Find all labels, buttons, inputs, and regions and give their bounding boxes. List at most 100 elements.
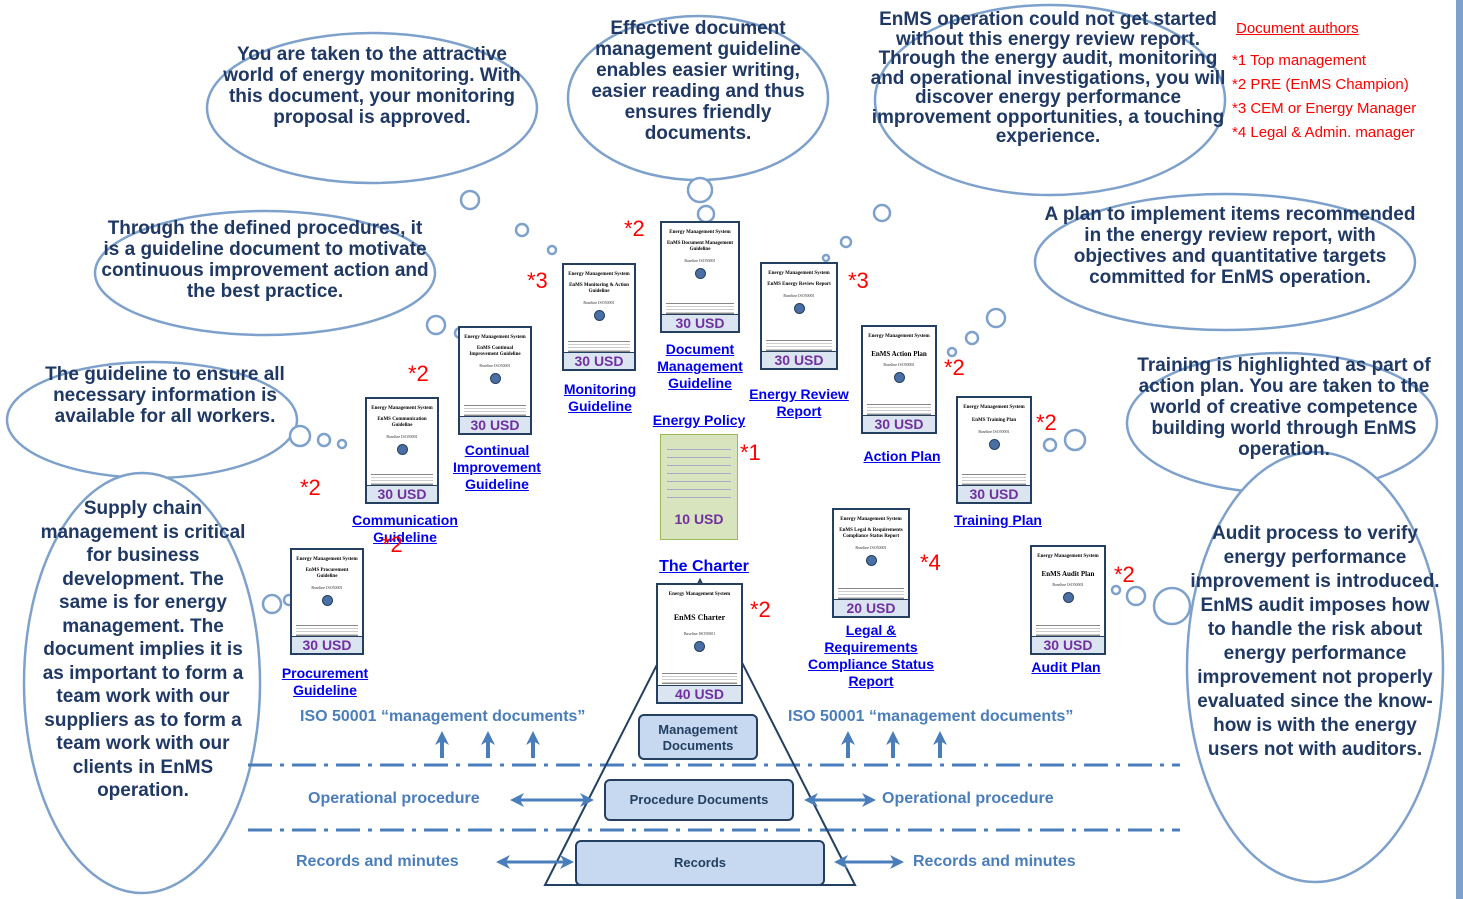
author-mark-continual: *2	[408, 361, 429, 386]
doc-communication[interactable]: Energy Management System EnMS Communicat…	[365, 397, 439, 504]
doc-continual[interactable]: Energy Management System EnMS Continual …	[458, 326, 532, 435]
doc-price: 30 USD	[460, 416, 530, 433]
logo-icon	[1062, 592, 1074, 603]
doc-header: Energy Management System	[963, 405, 1025, 410]
cloud-text-procedures: Through the defined procedures, it is a …	[101, 218, 429, 302]
doc-header: Energy Management System	[669, 230, 731, 235]
doc-header: Energy Management System	[568, 272, 630, 277]
doc-header: Energy Management System	[868, 334, 930, 339]
label-records-minutes-right: Records and minutes	[913, 853, 1076, 870]
doc-header: Energy Management System	[1037, 554, 1099, 559]
doc-lines	[666, 303, 734, 314]
legend-item-3: *3 CEM or Energy Manager	[1232, 100, 1417, 117]
doc-baseline: Baseline ISO50001	[583, 300, 615, 305]
logo-icon	[694, 268, 706, 279]
doc-baseline: Baseline ISO50001	[855, 545, 887, 550]
doc-training-plan[interactable]: Energy Management System EnMS Training P…	[956, 396, 1032, 504]
logo-icon	[489, 373, 501, 384]
link-monitoring[interactable]: Monitoring Guideline	[563, 381, 637, 414]
author-mark-communication: *2	[382, 532, 403, 557]
doc-lines	[1036, 625, 1100, 636]
doc-document-management[interactable]: Energy Management System EnMS Document M…	[660, 221, 740, 333]
legend-item-2: *2 PRE (EnMS Champion)	[1232, 76, 1409, 93]
label-records-minutes-left: Records and minutes	[296, 853, 459, 870]
cloud-text-training: Training is highlighted as part of actio…	[1137, 355, 1431, 460]
doc-price: 30 USD	[863, 415, 935, 432]
doc-header: Energy Management System	[668, 592, 731, 597]
doc-title: EnMS Energy Review Report	[767, 282, 831, 287]
logo-icon	[988, 439, 1000, 450]
doc-price: 30 USD	[1032, 636, 1104, 653]
doc-charter[interactable]: Energy Management System EnMS Charter Ba…	[656, 583, 743, 704]
doc-title: EnMS Charter	[673, 613, 726, 622]
doc-lines	[838, 588, 904, 599]
doc-energy-review[interactable]: Energy Management System EnMS Energy Rev…	[760, 262, 838, 370]
link-continual[interactable]: Continual Improvement Guideline	[453, 442, 541, 492]
logo-icon	[893, 372, 905, 383]
cloud-text-review: EnMS operation could not get started wit…	[870, 9, 1226, 147]
up-arrows-left	[435, 731, 540, 758]
doc-title: EnMS Audit Plan	[1041, 570, 1095, 578]
author-mark-audit: *2	[1114, 562, 1135, 587]
logo-icon	[321, 595, 333, 606]
doc-lines	[766, 340, 832, 351]
doc-audit-plan[interactable]: Energy Management System EnMS Audit Plan…	[1030, 545, 1106, 655]
legend-item-1: *1 Top management	[1232, 52, 1366, 69]
link-training-plan[interactable]: Training Plan	[954, 512, 1042, 528]
link-action-plan[interactable]: Action Plan	[863, 448, 941, 464]
doc-header: Energy Management System	[371, 406, 433, 411]
doc-lines	[371, 474, 433, 485]
link-document-management[interactable]: Document Management Guideline	[657, 341, 743, 391]
doc-baseline: Baseline ISO50001	[883, 362, 915, 367]
doc-procurement[interactable]: Energy Management System EnMS Procuremen…	[290, 548, 364, 655]
doc-lines	[296, 625, 358, 636]
cloud-text-supply-chain: Supply chain management is critical for …	[40, 498, 246, 801]
cloud-supply-chain	[22, 471, 296, 895]
link-communication[interactable]: Communication Guideline	[352, 512, 458, 545]
doc-legal[interactable]: Energy Management System EnMS Legal & Re…	[832, 508, 910, 618]
link-procurement[interactable]: Procurement Guideline	[281, 665, 369, 698]
doc-price: 10 USD	[674, 511, 724, 527]
link-energy-policy[interactable]: Energy Policy	[652, 412, 746, 428]
doc-baseline: Baseline ISO50001	[1052, 582, 1084, 587]
doc-energy-policy[interactable]: 10 USD	[660, 434, 738, 540]
doc-title: EnMS Training Plan	[971, 418, 1017, 423]
doc-price: 30 USD	[564, 352, 634, 369]
link-energy-review[interactable]: Energy Review Report	[749, 386, 849, 419]
author-mark-monitoring: *3	[527, 268, 548, 293]
pyramid-management-documents: Management Documents	[638, 714, 758, 760]
cloud-text-action-plan: A plan to implement items recommended in…	[1044, 204, 1416, 288]
author-mark-charter: *2	[750, 597, 771, 622]
iso-label-left: ISO 50001 “management documents”	[300, 708, 586, 725]
doc-baseline: Baseline ISO50001	[311, 585, 343, 590]
double-arrows	[496, 793, 904, 869]
link-legal[interactable]: Legal & Requirements Compliance Status R…	[807, 622, 935, 689]
doc-price: 20 USD	[834, 599, 908, 616]
doc-lines	[464, 405, 526, 416]
cloud-energy-review	[821, 3, 1227, 263]
doc-title: EnMS Legal & Requirements Compliance Sta…	[839, 528, 903, 539]
author-mark-action: *2	[944, 355, 965, 380]
author-mark-legal: *4	[920, 550, 941, 575]
doc-baseline: Baseline ISO50001	[684, 258, 716, 263]
doc-lines	[662, 673, 737, 684]
doc-header: Energy Management System	[840, 517, 902, 522]
doc-price: 30 USD	[662, 314, 738, 331]
logo-icon	[865, 555, 877, 566]
link-audit-plan[interactable]: Audit Plan	[1031, 659, 1101, 675]
doc-title: EnMS Action Plan	[871, 350, 927, 358]
link-charter[interactable]: The Charter	[659, 558, 749, 575]
logo-icon	[396, 444, 408, 455]
doc-baseline: Baseline ISO50001	[479, 363, 511, 368]
cloud-text-monitoring: You are taken to the attractive world of…	[223, 44, 521, 128]
cloud-audit	[1110, 450, 1445, 884]
doc-monitoring[interactable]: Energy Management System EnMS Monitoring…	[562, 263, 636, 371]
author-mark-review: *3	[848, 268, 869, 293]
cloud-procedures	[93, 209, 467, 340]
doc-baseline: Baseline ISO50001	[683, 631, 716, 636]
doc-price: 30 USD	[367, 485, 437, 502]
doc-action-plan[interactable]: Energy Management System EnMS Action Pla…	[861, 325, 937, 434]
label-operational-procedure-left: Operational procedure	[308, 790, 480, 807]
pyramid-records: Records	[575, 840, 825, 886]
